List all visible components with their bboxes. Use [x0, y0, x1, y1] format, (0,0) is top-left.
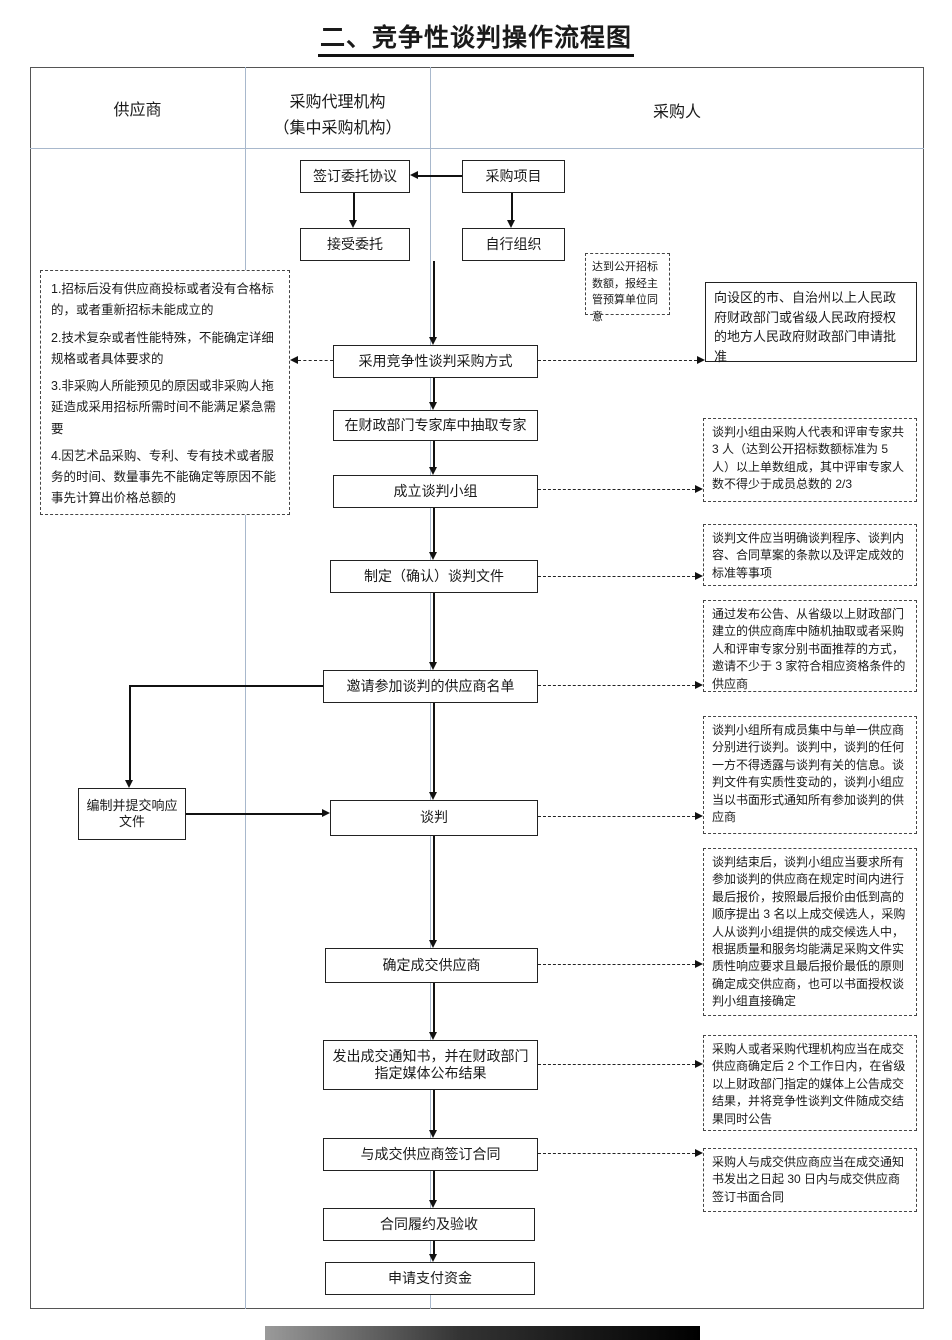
- lane-label-agency-sub: （集中采购机构）: [273, 120, 402, 137]
- connector-left-down-to-response: [129, 685, 131, 780]
- arrowhead-to-adopt: [429, 337, 437, 345]
- lane-label-agency: 采购代理机构: [289, 94, 386, 111]
- dashed-adopt-to-approval: [538, 360, 697, 361]
- note-conditions-item-2: 2.技术复杂或者性能特殊，不能确定详细规格或者具体要求的: [51, 330, 274, 366]
- page-title: 二、竞争性谈判操作流程图: [0, 18, 952, 57]
- arrowhead-notice-to-note: [695, 1060, 703, 1068]
- arrowhead-group-to-documents: [429, 552, 437, 560]
- chart-frame: [30, 67, 924, 1309]
- arrowhead-to-response: [125, 780, 133, 788]
- connector-project-to-sign: [418, 175, 462, 177]
- note-invite: 通过发布公告、从省级以上财政部门建立的供应商库中随机抽取或者采购人和评审专家分别…: [703, 600, 917, 692]
- connector-experts-to-group: [433, 441, 435, 467]
- arrowhead-invite-to-negotiate: [429, 792, 437, 800]
- connector-determine-to-notice: [433, 983, 435, 1032]
- arrowhead-documents-to-note: [695, 572, 703, 580]
- dashed-notice-to-note: [538, 1064, 695, 1065]
- arrowhead-fulfill-to-payment: [429, 1254, 437, 1262]
- dashed-documents-to-note: [538, 576, 695, 577]
- dashed-adopt-to-conditions: [298, 360, 333, 361]
- flow-box-sign-agreement: 签订委托协议: [300, 160, 410, 193]
- connector-invite-to-left: [130, 685, 323, 687]
- flow-box-make-documents: 制定（确认）谈判文件: [330, 560, 538, 593]
- arrowhead-group-to-note: [695, 485, 703, 493]
- arrowhead-adopt-to-experts: [429, 402, 437, 410]
- arrowhead-contract-to-note: [695, 1149, 703, 1157]
- connector-invite-to-negotiate: [433, 703, 435, 792]
- flow-box-response-doc: 编制并提交响应文件: [78, 788, 186, 840]
- note-conditions-item-1: 1.招标后没有供应商投标或者没有合格标的，或者重新招标未能成立的: [51, 282, 274, 318]
- connector-notice-to-contract: [433, 1090, 435, 1130]
- arrowhead-determine-to-note: [695, 960, 703, 968]
- note-conditions-item-3: 3.非采购人所能预见的原因或非采购人拖延造成采用招标所需时间不能满足紧急需要: [51, 379, 277, 436]
- note-negotiate: 谈判小组所有成员集中与单一供应商分别进行谈判。谈判中，谈判的任何一方不得透露与谈…: [703, 716, 917, 834]
- connector-project-to-self: [511, 193, 513, 220]
- lane-divider-left: [245, 67, 246, 1309]
- arrowhead-adopt-to-approval: [697, 356, 705, 364]
- connector-sign-to-accept: [353, 193, 355, 220]
- flow-box-invite-suppliers: 邀请参加谈判的供应商名单: [323, 670, 538, 703]
- flow-box-form-group: 成立谈判小组: [333, 475, 538, 508]
- connector-to-adopt: [433, 261, 435, 337]
- arrowhead-response-to-negotiate: [322, 809, 330, 817]
- dashed-group-to-note: [538, 489, 695, 490]
- arrowhead-invite-to-note: [695, 681, 703, 689]
- flow-box-adopt-method: 采用竞争性谈判采购方式: [333, 345, 538, 378]
- flow-box-project: 采购项目: [462, 160, 565, 193]
- lane-label-supplier: 供应商: [113, 102, 162, 119]
- connector-group-to-documents: [433, 508, 435, 552]
- bottom-bar: [265, 1326, 700, 1340]
- note-conditions-item-4: 4.因艺术品采购、专利、专有技术或者服务的时间、数量事先不能确定等原因不能事先计…: [51, 448, 277, 506]
- dashed-negotiate-to-note: [538, 816, 695, 817]
- connector-adopt-to-experts: [433, 378, 435, 402]
- arrowhead-sign-to-accept: [349, 220, 357, 228]
- arrowhead-project-to-self: [507, 220, 515, 228]
- flow-box-issue-notice: 发出成交通知书，并在财政部门指定媒体公布结果: [323, 1040, 538, 1090]
- connector-response-to-negotiate: [186, 813, 322, 815]
- arrowhead-experts-to-group: [429, 467, 437, 475]
- connector-contract-to-fulfill: [433, 1171, 435, 1200]
- connector-fulfill-to-payment: [433, 1241, 435, 1254]
- flow-box-extract-experts: 在财政部门专家库中抽取专家: [333, 410, 538, 441]
- connector-negotiate-to-determine: [433, 836, 435, 940]
- connector-documents-to-invite: [433, 593, 435, 662]
- note-conditions: 1.招标后没有供应商投标或者没有合格标的，或者重新招标未能成立的 2.技术复杂或…: [40, 270, 290, 515]
- flow-box-accept: 接受委托: [300, 228, 410, 261]
- arrowhead-negotiate-to-note: [695, 812, 703, 820]
- arrowhead-notice-to-contract: [429, 1130, 437, 1138]
- note-notice: 采购人或者采购代理机构应当在成交供应商确定后 2 个工作日内，在省级以上财政部门…: [703, 1035, 917, 1131]
- note-threshold: 达到公开招标数额，报经主管预算单位同意: [585, 253, 670, 323]
- arrowhead-negotiate-to-determine: [429, 940, 437, 948]
- note-group: 谈判小组由采购人代表和评审专家共 3 人（达到公开招标数额标准为 5 人）以上单…: [703, 418, 917, 502]
- arrowhead-documents-to-invite: [429, 662, 437, 670]
- dashed-invite-to-note: [538, 685, 695, 686]
- flow-box-self-organize: 自行组织: [462, 228, 565, 261]
- dashed-determine-to-note: [538, 964, 695, 965]
- note-documents: 谈判文件应当明确谈判程序、谈判内容、合同草案的条款以及评定成效的标准等事项: [703, 524, 917, 586]
- note-determine: 谈判结束后，谈判小组应当要求所有参加谈判的供应商在规定时间内进行最后报价，按照最…: [703, 848, 917, 1016]
- note-approval: 向设区的市、自治州以上人民政府财政部门或省级人民政府授权的地方人民政府财政部门申…: [705, 282, 917, 364]
- flow-box-negotiate: 谈判: [330, 800, 538, 836]
- flow-box-determine-supplier: 确定成交供应商: [325, 948, 538, 983]
- arrowhead-adopt-to-conditions: [290, 356, 298, 364]
- flow-box-fulfill: 合同履约及验收: [323, 1208, 535, 1241]
- lane-header-divider: [30, 148, 924, 149]
- page-title-text: 二、竞争性谈判操作流程图: [317, 24, 634, 57]
- note-contract: 采购人与成交供应商应当在成交通知书发出之日起 30 日内与成交供应商签订书面合同: [703, 1148, 917, 1212]
- arrowhead-determine-to-notice: [429, 1032, 437, 1040]
- arrowhead-project-to-sign: [410, 171, 418, 179]
- flow-box-apply-payment: 申请支付资金: [325, 1262, 535, 1295]
- lane-label-purchaser: 采购人: [652, 104, 701, 121]
- dashed-contract-to-note: [538, 1153, 695, 1154]
- arrowhead-contract-to-fulfill: [429, 1200, 437, 1208]
- flow-box-sign-contract: 与成交供应商签订合同: [323, 1138, 538, 1171]
